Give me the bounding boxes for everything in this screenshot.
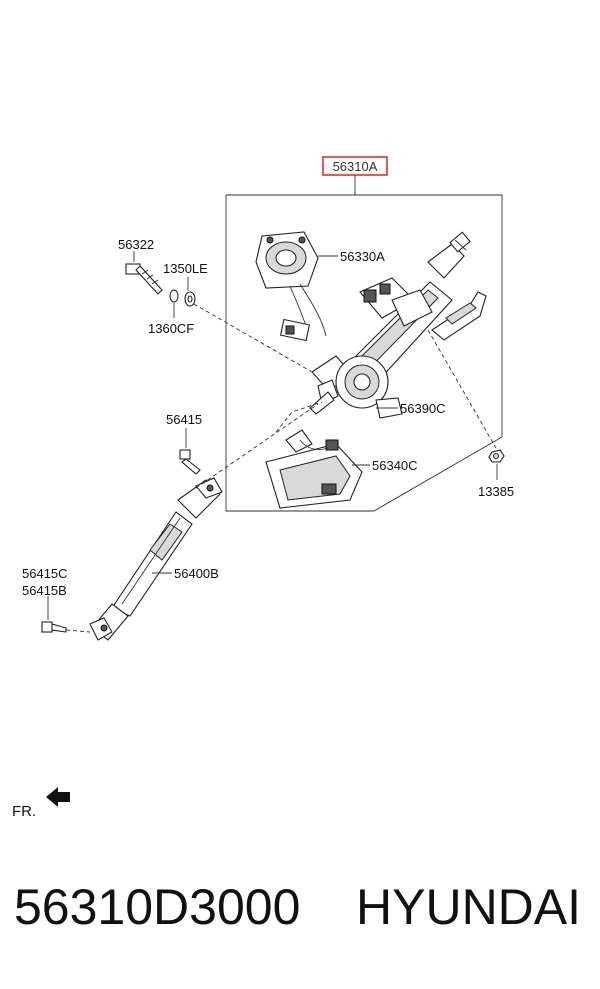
torque-sensor[interactable] bbox=[255, 231, 327, 342]
control-module[interactable] bbox=[265, 429, 363, 509]
steering-column[interactable] bbox=[309, 231, 487, 419]
brand-name: HYUNDAI bbox=[356, 879, 582, 935]
product-footer: 56310D3000 HYUNDAI bbox=[0, 878, 600, 948]
lower-bolt[interactable] bbox=[41, 621, 67, 633]
intermediate-shaft[interactable] bbox=[89, 477, 223, 641]
front-direction-arrow-icon bbox=[46, 787, 70, 807]
washer-top-callout-label[interactable]: 1350LE bbox=[163, 261, 208, 276]
nut[interactable] bbox=[488, 449, 505, 463]
sensor-callout-label[interactable]: 56330A bbox=[340, 249, 385, 264]
mounting-bolt[interactable] bbox=[125, 263, 163, 295]
motor-callout-label[interactable]: 56390C bbox=[400, 401, 446, 416]
module-callout-label[interactable]: 56340C bbox=[372, 458, 418, 473]
assembly-boundary bbox=[225, 194, 503, 512]
nut-callout-label[interactable]: 13385 bbox=[478, 484, 514, 499]
pinch-bolt-callout-label[interactable]: 56415 bbox=[166, 412, 202, 427]
assembly-callout-label[interactable]: 56310A bbox=[333, 159, 378, 174]
washer-bottom-callout-label[interactable]: 1360CF bbox=[148, 321, 194, 336]
lower-bolt-c-callout-label[interactable]: 56415C bbox=[22, 566, 68, 581]
lower-bolt-b-callout-label[interactable]: 56415B bbox=[22, 583, 67, 598]
bolt-callout-label[interactable]: 56322 bbox=[118, 237, 154, 252]
washer-bottom[interactable] bbox=[184, 291, 196, 307]
front-direction-label: FR. bbox=[12, 803, 36, 820]
shaft-callout-label[interactable]: 56400B bbox=[174, 566, 219, 581]
pinch-bolt[interactable] bbox=[179, 449, 201, 475]
washer-top[interactable] bbox=[169, 289, 179, 303]
part-number: 56310D3000 bbox=[14, 879, 301, 935]
